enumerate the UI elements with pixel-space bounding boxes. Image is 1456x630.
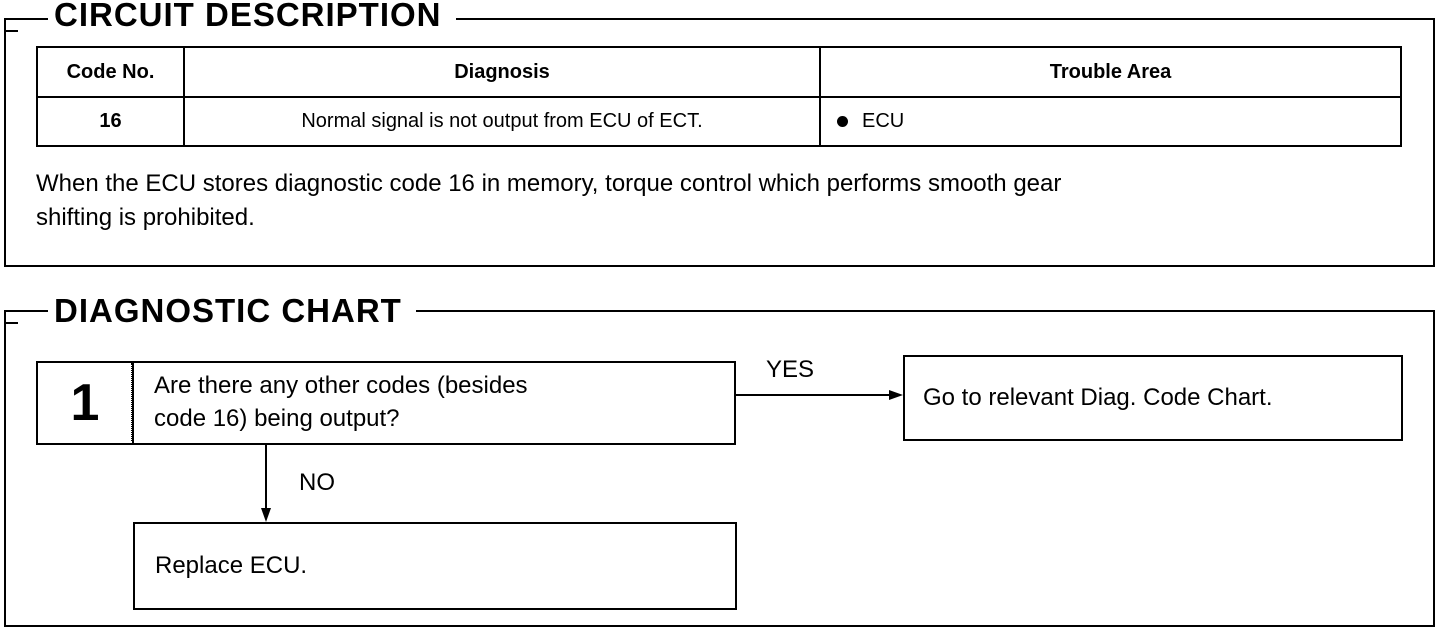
question-line-2: code 16) being output? xyxy=(154,405,400,432)
diagnostic-chart-frame xyxy=(4,310,1435,627)
table-header-row: Code No. Diagnosis Trouble Area xyxy=(36,46,1402,98)
arrow-right-icon xyxy=(889,390,903,400)
no-action-box: Replace ECU. xyxy=(133,522,737,610)
no-label: NO xyxy=(299,469,335,496)
code-number: 16 xyxy=(36,96,185,147)
diagnosis-text: Normal signal is not output from ECU of … xyxy=(183,96,821,147)
header-code-no: Code No. xyxy=(36,46,185,98)
step-number: 1 xyxy=(36,361,132,445)
no-connector xyxy=(265,443,267,509)
circuit-description-frame xyxy=(4,18,1435,267)
question-line-1: Are there any other codes (besides xyxy=(154,372,528,399)
code-table: Code No. Diagnosis Trouble Area 16 Norma… xyxy=(36,46,1402,147)
question-box: Are there any other codes (besides code … xyxy=(132,361,736,445)
table-row: 16 Normal signal is not output from ECU … xyxy=(36,96,1402,147)
question-text: Are there any other codes (besides code … xyxy=(154,369,528,435)
yes-action-box: Go to relevant Diag. Code Chart. xyxy=(903,355,1403,441)
diagnostic-chart-title: DIAGNOSTIC CHART xyxy=(48,293,416,329)
yes-action-text: Go to relevant Diag. Code Chart. xyxy=(923,384,1273,411)
yes-connector xyxy=(734,394,890,396)
description-line-2: shifting is prohibited. xyxy=(36,204,255,231)
title-dash xyxy=(4,322,18,324)
step-separator xyxy=(131,363,133,441)
no-action-text: Replace ECU. xyxy=(155,552,308,579)
bullet-icon xyxy=(837,116,848,128)
yes-label: YES xyxy=(766,356,815,383)
circuit-description-title: CIRCUIT DESCRIPTION xyxy=(48,0,456,33)
header-trouble-area: Trouble Area xyxy=(819,46,1402,98)
trouble-area-cell: ECU xyxy=(819,96,1402,147)
header-diagnosis: Diagnosis xyxy=(183,46,821,98)
title-dash xyxy=(4,30,18,32)
description-line-1: When the ECU stores diagnostic code 16 i… xyxy=(36,170,1062,197)
trouble-area-text: ECU xyxy=(862,110,905,132)
arrow-down-icon xyxy=(261,508,271,522)
